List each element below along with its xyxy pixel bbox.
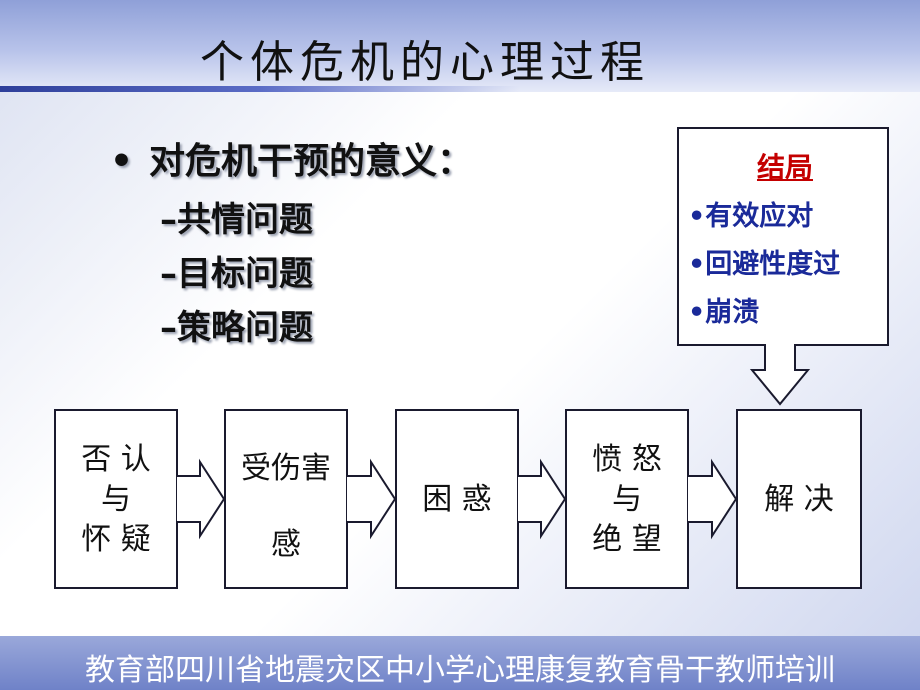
sub-point-goal: –目标问题 xyxy=(160,254,313,294)
outcome-callout xyxy=(677,127,889,406)
outcome-heading: 结局 xyxy=(756,151,813,184)
stage-label-confusion: 困 惑 xyxy=(396,480,518,520)
sub-point-strategy: –策略问题 xyxy=(160,308,313,348)
stage-label-anger: 愤 怒 与 绝 望 xyxy=(566,440,688,560)
stage-line: 困 惑 xyxy=(422,482,492,517)
stage-line: 愤 怒 xyxy=(592,442,662,477)
stage-line: 与 xyxy=(612,482,642,517)
stage-line: 感 xyxy=(271,527,301,562)
outcome-item-collapse: •崩溃 xyxy=(688,297,760,328)
stage-line: 受伤害 xyxy=(241,451,331,486)
footer-text: 教育部四川省地震灾区中小学心理康复教育骨干教师培训 xyxy=(85,653,835,688)
arrow-3 xyxy=(518,458,567,540)
stage-line xyxy=(225,488,347,526)
stage-label-hurt: 受伤害 感 xyxy=(225,450,347,564)
outcome-item-avoidance: •回避性度过 xyxy=(688,249,841,280)
arrow-2 xyxy=(347,458,397,540)
arrow-1 xyxy=(177,458,226,540)
outcome-item-effective: •有效应对 xyxy=(688,201,814,232)
stage-label-resolution: 解 决 xyxy=(737,480,861,520)
arrow-4 xyxy=(688,458,738,540)
stage-label-denial: 否 认 与 怀 疑 xyxy=(55,440,177,560)
stage-line: 解 决 xyxy=(764,482,834,517)
stage-line: 怀 疑 xyxy=(81,522,151,557)
main-bullet-text: 对危机干预的意义： xyxy=(149,141,474,182)
main-bullet: • 对危机干预的意义： xyxy=(110,132,473,184)
footer-band xyxy=(0,636,920,690)
stage-line: 绝 望 xyxy=(592,522,662,557)
bullet-dot: • xyxy=(110,141,134,182)
title-underline xyxy=(0,86,520,92)
title-band xyxy=(0,0,920,92)
stage-box-confusion xyxy=(395,409,519,589)
sub-point-empathy: –共情问题 xyxy=(160,200,313,240)
slide-title: 个体危机的心理过程 xyxy=(200,37,650,88)
stage-box-resolution xyxy=(736,409,862,589)
stage-line: 否 认 xyxy=(81,442,151,477)
stage-line: 与 xyxy=(101,482,131,517)
stage-box-denial xyxy=(54,409,178,589)
